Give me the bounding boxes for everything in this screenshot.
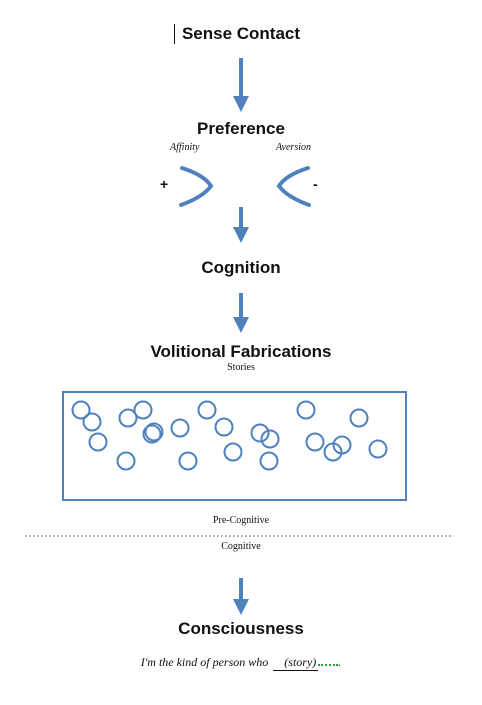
text-cursor xyxy=(174,24,175,44)
story-bubble-icon xyxy=(223,442,243,462)
story-bubble-icon xyxy=(142,424,162,444)
story-bubble-icon xyxy=(214,417,234,437)
story-bubble-icon xyxy=(197,400,217,420)
arrow-to-consciousness xyxy=(233,578,249,615)
arrow-cognition-to-fabrications xyxy=(233,293,249,333)
aversion-chevron-icon xyxy=(276,166,311,207)
heading-volitional-fabrications: Volitional Fabrications xyxy=(150,342,332,361)
stories-box xyxy=(62,391,407,501)
tagline: I'm the kind of person who (story). xyxy=(0,655,482,671)
affinity-chevron-icon xyxy=(179,166,214,207)
aversion-label: Aversion xyxy=(276,142,311,153)
grammar-squiggle-icon xyxy=(318,658,339,666)
stories-label: Stories xyxy=(227,362,255,373)
tagline-prefix: I'm the kind of person who xyxy=(140,655,269,669)
heading-preference: Preference xyxy=(197,119,285,138)
heading-consciousness: Consciousness xyxy=(178,619,304,638)
story-bubble-icon xyxy=(118,408,138,428)
story-bubbles xyxy=(71,400,388,471)
heading-cognition: Cognition xyxy=(201,258,281,277)
story-bubble-icon xyxy=(178,451,198,471)
story-bubble-icon xyxy=(349,408,369,428)
plus-sign: + xyxy=(160,176,169,192)
tagline-story-blank: (story) xyxy=(273,655,319,671)
story-bubble-icon xyxy=(368,439,388,459)
story-bubble-icon xyxy=(259,451,279,471)
pre-cognitive-label: Pre-Cognitive xyxy=(212,515,270,526)
story-bubble-icon xyxy=(71,400,91,420)
cognitive-label: Cognitive xyxy=(221,541,261,552)
story-bubble-icon xyxy=(305,432,325,452)
story-bubble-icon xyxy=(82,412,102,432)
arrow-preference-to-cognition xyxy=(233,207,249,243)
story-bubble-icon xyxy=(332,435,352,455)
story-bubble-icon xyxy=(133,400,153,420)
story-bubble-icon xyxy=(116,451,136,471)
tagline-story: (story) xyxy=(284,655,317,669)
story-bubble-icon xyxy=(296,400,316,420)
story-bubble-icon xyxy=(260,429,280,449)
affinity-label: Affinity xyxy=(170,142,200,153)
minus-sign: - xyxy=(313,176,318,192)
story-bubble-icon xyxy=(144,422,164,442)
story-bubble-icon xyxy=(250,423,270,443)
heading-sense-contact: Sense Contact xyxy=(181,24,301,43)
story-bubble-icon xyxy=(88,432,108,452)
story-bubble-icon xyxy=(170,418,190,438)
arrow-sense-to-preference xyxy=(233,58,249,112)
tagline-suffix: . xyxy=(338,655,342,669)
